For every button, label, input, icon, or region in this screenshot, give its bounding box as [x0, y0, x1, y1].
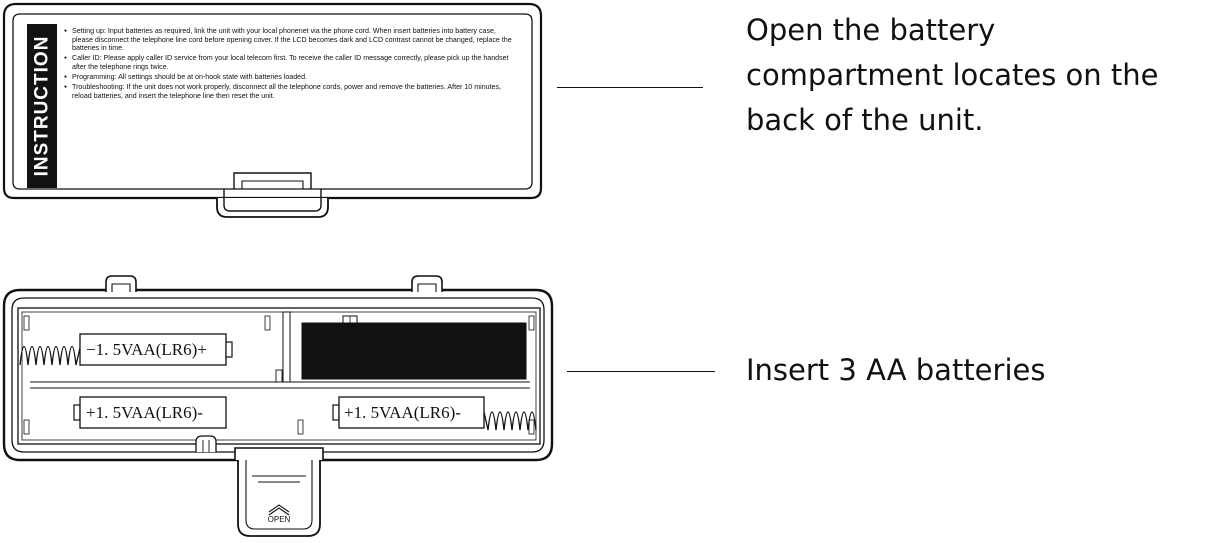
instruction-title-box: INSTRUCTION [27, 24, 57, 188]
instruction-item-programming: Programming: All settings should be at o… [64, 73, 514, 82]
open-label: OPEN [267, 515, 291, 524]
instruction-item-caller-id: Caller ID: Please apply caller ID servic… [64, 54, 514, 71]
callout-line-bottom [567, 371, 715, 372]
instruction-item-troubleshooting: Troubleshooting: If the unit does not wo… [64, 83, 514, 100]
compartment-outline [2, 275, 554, 537]
battery-compartment: −1. 5VAA(LR6)+ +1. 5VAA(LR6)- +1. 5VAA(L… [0, 270, 556, 543]
callout-top-line-1: Open the battery [746, 13, 996, 47]
callout-text-top: Open the battery compartment locates on … [746, 8, 1216, 143]
callout-top-line-3: back of the unit. [746, 103, 984, 137]
instruction-list: Setting up: Input batteries as required,… [64, 27, 514, 187]
callout-line-top [557, 87, 703, 88]
battery-label-top-left: −1. 5VAA(LR6)+ [86, 340, 207, 359]
battery-label-bottom-right: +1. 5VAA(LR6)- [344, 403, 461, 422]
callout-top-line-2: compartment locates on the [746, 58, 1159, 92]
instruction-item-setup: Setting up: Input batteries as required,… [64, 27, 514, 53]
instruction-cover: INSTRUCTION Setting up: Input batteries … [0, 0, 545, 222]
callout-text-bottom: Insert 3 AA batteries [746, 353, 1046, 387]
instruction-title: INSTRUCTION [31, 35, 53, 177]
battery-label-bottom-left: +1. 5VAA(LR6)- [86, 403, 203, 422]
